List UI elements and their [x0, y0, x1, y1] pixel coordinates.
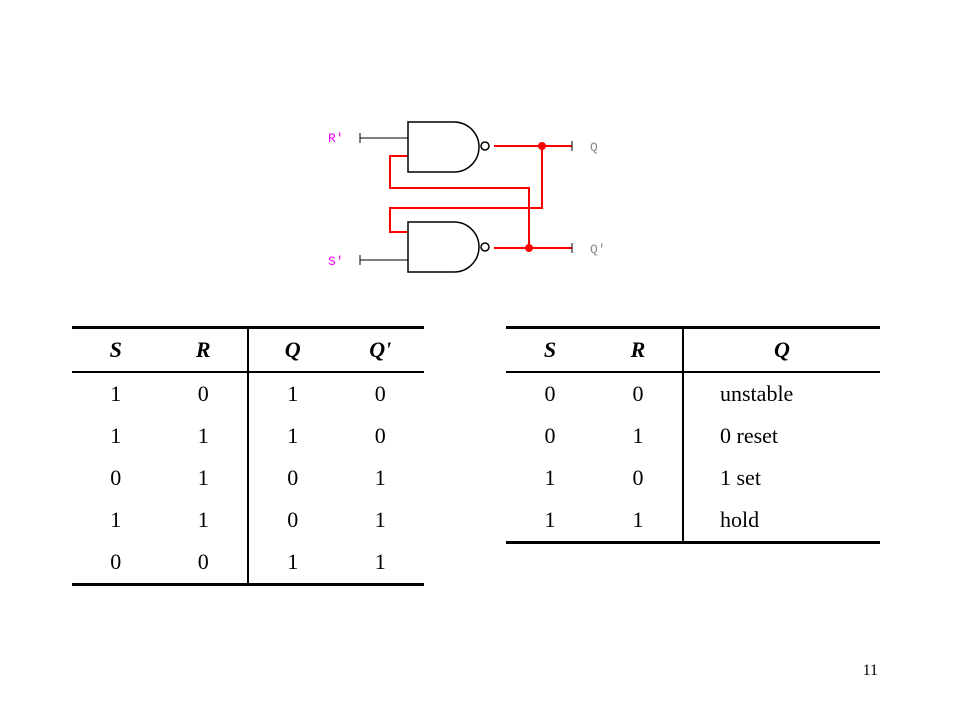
- cell: 1: [159, 457, 249, 499]
- cell: 1: [287, 423, 299, 448]
- junction-dot-q-prime: [525, 244, 533, 252]
- header-s: S: [543, 337, 557, 362]
- header-q: Q: [774, 337, 790, 362]
- cell: 1: [159, 499, 249, 541]
- truth-table-left: S R Q Q' 1 0 1 0 1 1 1 0 0 1 0 1 1 1 0 1: [72, 326, 424, 586]
- cell: 0: [544, 381, 556, 406]
- cell: 0: [110, 549, 122, 574]
- table-row: 0 0 unstable: [506, 372, 880, 415]
- cell: 0: [159, 372, 249, 415]
- cell: 0: [159, 541, 249, 585]
- header-r: R: [594, 327, 684, 372]
- cell: 1: [110, 381, 122, 406]
- cell: 1: [374, 465, 386, 490]
- cell: 0: [374, 423, 386, 448]
- cell: 1: [287, 381, 299, 406]
- table-row: 1 0 1 0: [72, 372, 424, 415]
- cell: 0: [374, 381, 386, 406]
- table-row: 1 1 0 1: [72, 499, 424, 541]
- cell: 0 reset: [720, 423, 779, 448]
- cell: 1: [544, 465, 556, 490]
- cell: 1: [544, 507, 556, 532]
- table-header-row: S R Q: [506, 327, 880, 372]
- cell: hold: [720, 507, 760, 532]
- cell: 1: [594, 415, 684, 457]
- table-header-row: S R Q Q': [72, 327, 424, 372]
- cell: 1: [374, 549, 386, 574]
- table-row: 1 1 hold: [506, 499, 880, 543]
- input-wires: [359, 133, 408, 265]
- nand-latch-circuit: R' S' Q Q': [328, 121, 606, 273]
- header-q-prime: Q': [369, 337, 392, 362]
- cell: 0: [544, 423, 556, 448]
- cell: 1: [374, 507, 386, 532]
- table-row: 1 0 1 set: [506, 457, 880, 499]
- cell: 1: [287, 549, 299, 574]
- output-label-q-prime: Q': [590, 242, 606, 257]
- nand-gate-top: [407, 121, 490, 173]
- junction-dot-q: [538, 142, 546, 150]
- table-row: 0 1 0 reset: [506, 415, 880, 457]
- nand-gate-bottom: [407, 221, 490, 273]
- cell: 1: [159, 415, 249, 457]
- feedback-wires: [389, 145, 572, 249]
- truth-table-right: S R Q 0 0 unstable 0 1 0 reset 1 0 1 set…: [506, 326, 880, 544]
- cell: 1: [110, 507, 122, 532]
- cell: 0: [110, 465, 122, 490]
- cell: 0: [594, 372, 684, 415]
- cell: 0: [594, 457, 684, 499]
- input-label-s-prime: S': [328, 254, 344, 269]
- table-row: 1 1 1 0: [72, 415, 424, 457]
- header-s: S: [109, 337, 122, 362]
- output-label-q: Q: [590, 140, 598, 155]
- table-row: 0 1 0 1: [72, 457, 424, 499]
- input-label-r-prime: R': [328, 131, 344, 146]
- header-r: R: [159, 327, 249, 372]
- cell: unstable: [720, 381, 794, 406]
- cell: 1: [594, 499, 684, 543]
- header-q: Q: [284, 337, 301, 362]
- cell: 0: [287, 507, 299, 532]
- table-row: 0 0 1 1: [72, 541, 424, 585]
- cell: 1 set: [720, 465, 761, 490]
- cell: 1: [110, 423, 122, 448]
- cell: 0: [287, 465, 299, 490]
- slide-number: 11: [862, 662, 878, 679]
